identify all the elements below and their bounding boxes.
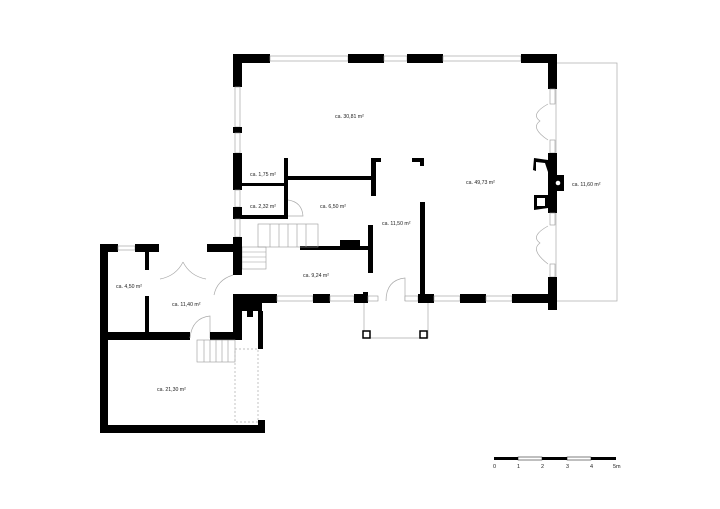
wall [348, 54, 384, 63]
window [234, 86, 241, 128]
wall [460, 294, 486, 303]
room-label-small-wc: ca. 1,75 m² [250, 172, 276, 178]
scale-tick-5m: 5m [613, 464, 621, 470]
window [549, 88, 556, 105]
door-swing [287, 199, 304, 217]
wall [354, 294, 368, 303]
room-label-garage: ca. 21,30 m² [157, 387, 186, 393]
door-swing [536, 103, 549, 141]
wall [548, 54, 557, 89]
window [383, 55, 408, 62]
wall [288, 176, 376, 180]
main-staircase [241, 223, 319, 270]
room-label-salon: ca. 49,73 m² [466, 180, 495, 186]
wall [418, 294, 434, 303]
scale-tick-3: 3 [566, 464, 569, 470]
window [234, 218, 241, 238]
porch-column [362, 330, 371, 339]
double-door-swing [159, 261, 207, 280]
window [367, 295, 379, 302]
wall [233, 252, 242, 275]
scale-bar: 0 1 2 3 4 5m [493, 456, 621, 470]
wall [100, 244, 118, 252]
door-swing [189, 315, 211, 339]
window [442, 55, 522, 62]
room-label-kitchen: ca. 6,50 m² [320, 204, 346, 210]
wall [233, 294, 277, 303]
wall [242, 215, 288, 219]
window [329, 295, 355, 302]
porch-outline [363, 303, 429, 339]
room-label-hall: ca. 11,50 m² [382, 221, 411, 227]
door-swing [536, 225, 549, 265]
wall [135, 244, 159, 252]
wall [100, 425, 265, 433]
wall [242, 183, 287, 186]
wall [233, 127, 242, 133]
wall [233, 54, 270, 63]
ramp-outline [234, 348, 259, 423]
wall [233, 153, 242, 190]
scale-tick-0: 0 [493, 464, 496, 470]
lower-staircase [196, 339, 236, 363]
window [433, 295, 461, 302]
wall [247, 311, 253, 317]
wall [420, 202, 425, 302]
wall [371, 158, 376, 196]
chimney-wall [548, 153, 557, 213]
wall [233, 303, 242, 340]
scale-tick-1: 1 [517, 464, 520, 470]
wall [407, 54, 443, 63]
fireplace [533, 158, 548, 172]
wall [512, 294, 557, 303]
wall [210, 332, 237, 340]
wall [284, 158, 288, 216]
window [117, 245, 136, 251]
window [276, 295, 314, 302]
wall [233, 54, 242, 87]
wall [548, 277, 557, 310]
scale-tick-2: 2 [541, 464, 544, 470]
wall [258, 311, 263, 349]
wall [100, 332, 190, 340]
entry-door-swing [385, 277, 406, 302]
fireplace [534, 195, 548, 210]
wall [145, 252, 149, 270]
wall [412, 158, 424, 162]
wall [233, 207, 242, 219]
wall [313, 294, 330, 303]
wall [363, 292, 368, 297]
window [549, 139, 556, 154]
window [234, 132, 241, 154]
porch-column [419, 330, 428, 339]
wall [242, 303, 262, 311]
room-label-living: ca. 30,81 m² [335, 114, 364, 120]
window [549, 263, 556, 278]
wall [420, 158, 424, 166]
wall [300, 246, 373, 250]
room-label-entry: ca. 11,40 m² [172, 302, 201, 308]
wall [207, 244, 242, 252]
window [234, 189, 241, 208]
wall [145, 296, 149, 332]
room-label-stair-hall: ca. 9,24 m² [303, 273, 329, 279]
room-label-bath: ca. 2,32 m² [250, 204, 276, 210]
wall [521, 54, 557, 63]
door-swing [213, 274, 234, 296]
window [549, 212, 556, 226]
scale-tick-4: 4 [590, 464, 593, 470]
wall [340, 240, 360, 246]
window [404, 295, 419, 302]
room-label-storage: ca. 4,50 m² [116, 284, 142, 290]
wall [371, 158, 381, 162]
window [269, 55, 349, 62]
chimney-flue [555, 180, 561, 186]
window [485, 295, 513, 302]
room-label-terrace: ca. 11,60 m² [572, 182, 601, 188]
wall [258, 420, 265, 433]
